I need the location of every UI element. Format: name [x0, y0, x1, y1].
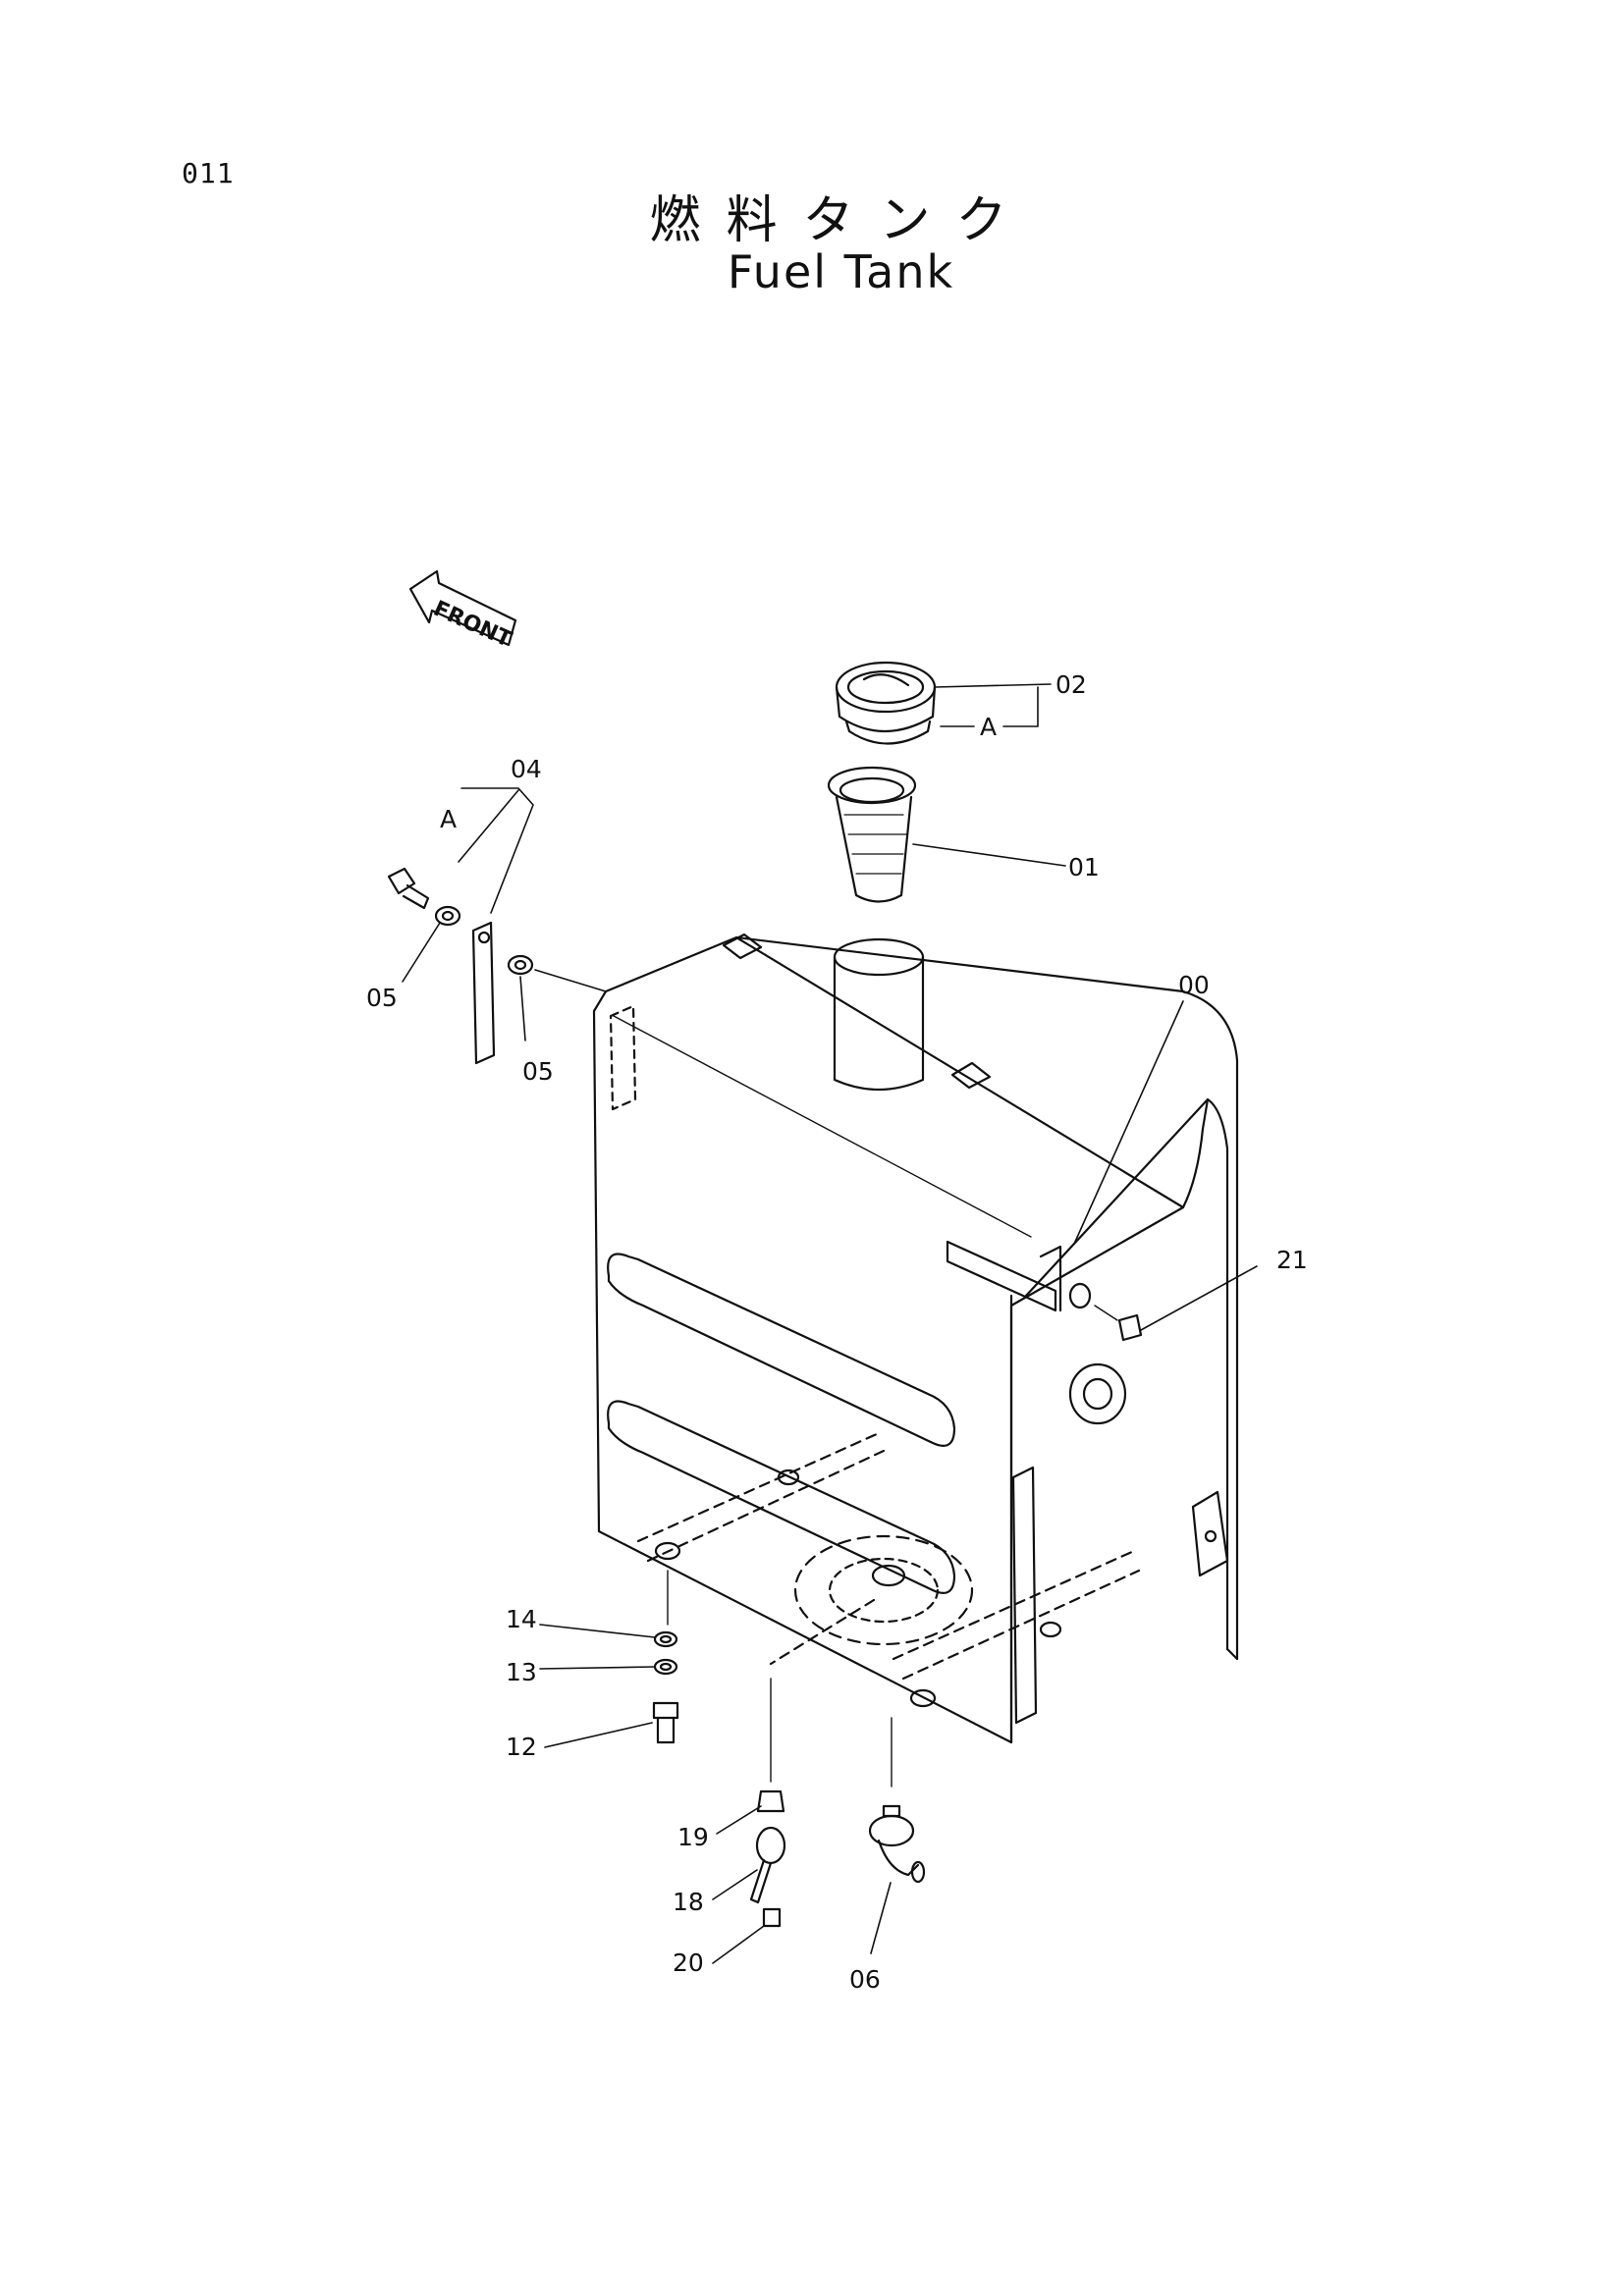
filler-cap	[835, 661, 937, 745]
callout-04: 04	[511, 755, 542, 783]
ref-a-cap: A	[980, 713, 997, 741]
callout-21: 21	[1276, 1246, 1308, 1274]
bolt-a	[387, 867, 430, 910]
callout-06: 06	[849, 1965, 881, 1994]
callout-00: 00	[1178, 971, 1210, 999]
callout-18: 18	[673, 1888, 704, 1916]
plug-20	[762, 1907, 782, 1928]
page-number: 011	[182, 157, 235, 189]
cock-18	[749, 1826, 786, 1904]
callout-13: 13	[506, 1658, 537, 1686]
bolt-12	[652, 1701, 679, 1744]
adapter-19	[756, 1789, 785, 1813]
plug-21	[1117, 1313, 1143, 1342]
washer-13	[653, 1658, 678, 1676]
cushion-05b	[507, 954, 534, 976]
callout-05-left: 05	[366, 984, 398, 1012]
callout-12: 12	[506, 1733, 537, 1761]
cushion-05a	[434, 905, 461, 927]
washer-14	[653, 1630, 678, 1648]
front-arrow-icon	[408, 569, 517, 647]
ref-a-strap: A	[440, 805, 457, 833]
callout-19: 19	[677, 1823, 709, 1851]
mounting-strap	[471, 921, 496, 1065]
fuel-tank-body	[592, 933, 1239, 1744]
drain-valve	[868, 1804, 926, 1884]
title-japanese: 燃料タンク	[649, 191, 1033, 250]
callout-14: 14	[506, 1605, 537, 1633]
title-english: Fuel Tank	[727, 245, 955, 298]
callout-01: 01	[1068, 853, 1100, 881]
callout-05-right: 05	[522, 1057, 554, 1086]
front-label: FRONT	[430, 597, 515, 653]
callout-20: 20	[673, 1949, 704, 1977]
fuel-strainer	[827, 766, 917, 903]
callout-02: 02	[1055, 670, 1087, 699]
